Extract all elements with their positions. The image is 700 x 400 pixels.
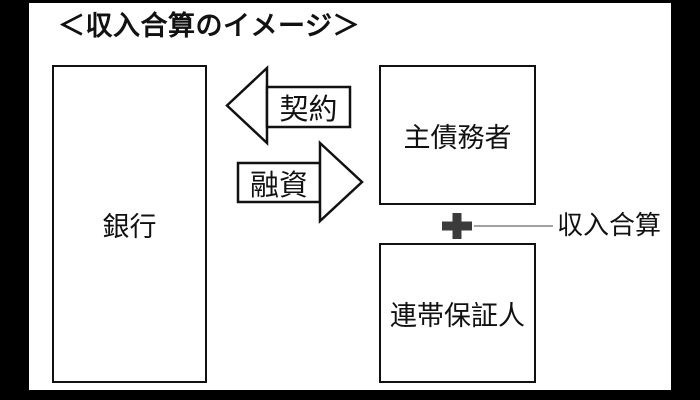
income-combination-label: 収入合算 xyxy=(557,211,662,241)
node-main-debtor-label: 主債務者 xyxy=(403,122,512,154)
node-bank-label: 銀行 xyxy=(102,211,157,243)
contract-arrow xyxy=(225,65,352,146)
node-joint-guarantor: 連帯保証人 xyxy=(379,243,536,383)
contract-arrow-head xyxy=(225,65,269,146)
loan-arrow-head xyxy=(318,140,364,224)
plus-icon-vbar xyxy=(452,213,462,239)
node-bank: 銀行 xyxy=(52,65,207,383)
diagram-title: ＜収入合算のイメージ＞ xyxy=(58,11,360,42)
loan-arrow-label: 融資 xyxy=(249,167,308,202)
contract-arrow-label: 契約 xyxy=(279,92,338,126)
plus-icon xyxy=(442,213,472,239)
node-joint-guarantor-label: 連帯保証人 xyxy=(390,300,525,332)
loan-arrow xyxy=(236,140,364,224)
node-main-debtor: 主債務者 xyxy=(379,65,536,205)
contract-arrow-shaft xyxy=(265,85,352,129)
